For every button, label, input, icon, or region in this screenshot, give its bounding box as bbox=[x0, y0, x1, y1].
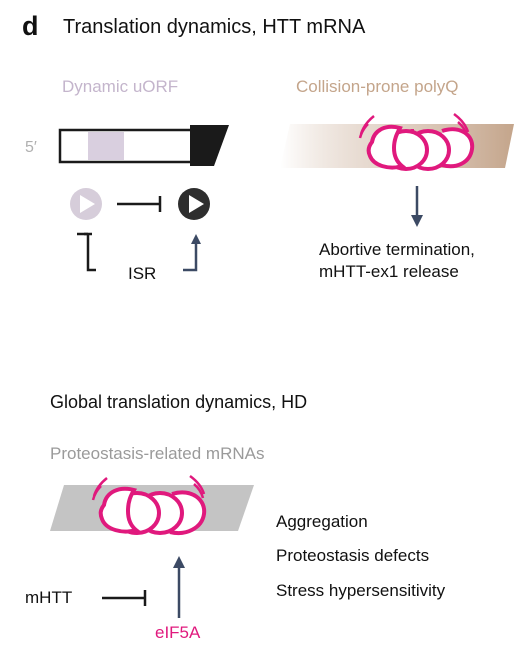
polyq-header: Collision-prone polyQ bbox=[296, 77, 459, 96]
effect-proteostasis-defects: Proteostasis defects bbox=[276, 546, 430, 565]
mhtt-label: mHTT bbox=[25, 588, 73, 607]
five-prime-label: 5′ bbox=[25, 139, 37, 156]
proteostasis-mrna-label: Proteostasis-related mRNAs bbox=[50, 444, 265, 463]
panel-letter: d bbox=[22, 11, 39, 41]
isr-label: ISR bbox=[128, 264, 157, 283]
ribosome-icon bbox=[366, 124, 475, 171]
effect-stress-hypersensitivity: Stress hypersensitivity bbox=[276, 581, 446, 600]
outcome-line-2: mHTT-ex1 release bbox=[319, 262, 459, 281]
eif5a-label: eIF5A bbox=[155, 623, 201, 642]
isr-inhibition-bracket bbox=[77, 232, 96, 272]
panel-title: Translation dynamics, HTT mRNA bbox=[63, 16, 366, 38]
global-title: Global translation dynamics, HD bbox=[50, 392, 308, 412]
uorf-header: Dynamic uORF bbox=[62, 77, 179, 96]
isr-activation-arrow bbox=[183, 240, 198, 272]
effect-aggregation: Aggregation bbox=[276, 512, 368, 531]
ribosome-icon-bottom bbox=[98, 486, 207, 535]
play-icon-dark bbox=[178, 188, 210, 220]
outcome-line-1: Abortive termination, bbox=[319, 240, 475, 259]
uorf-mrna bbox=[58, 125, 229, 166]
play-icon-light bbox=[70, 188, 102, 220]
main-orf-block bbox=[190, 125, 229, 166]
